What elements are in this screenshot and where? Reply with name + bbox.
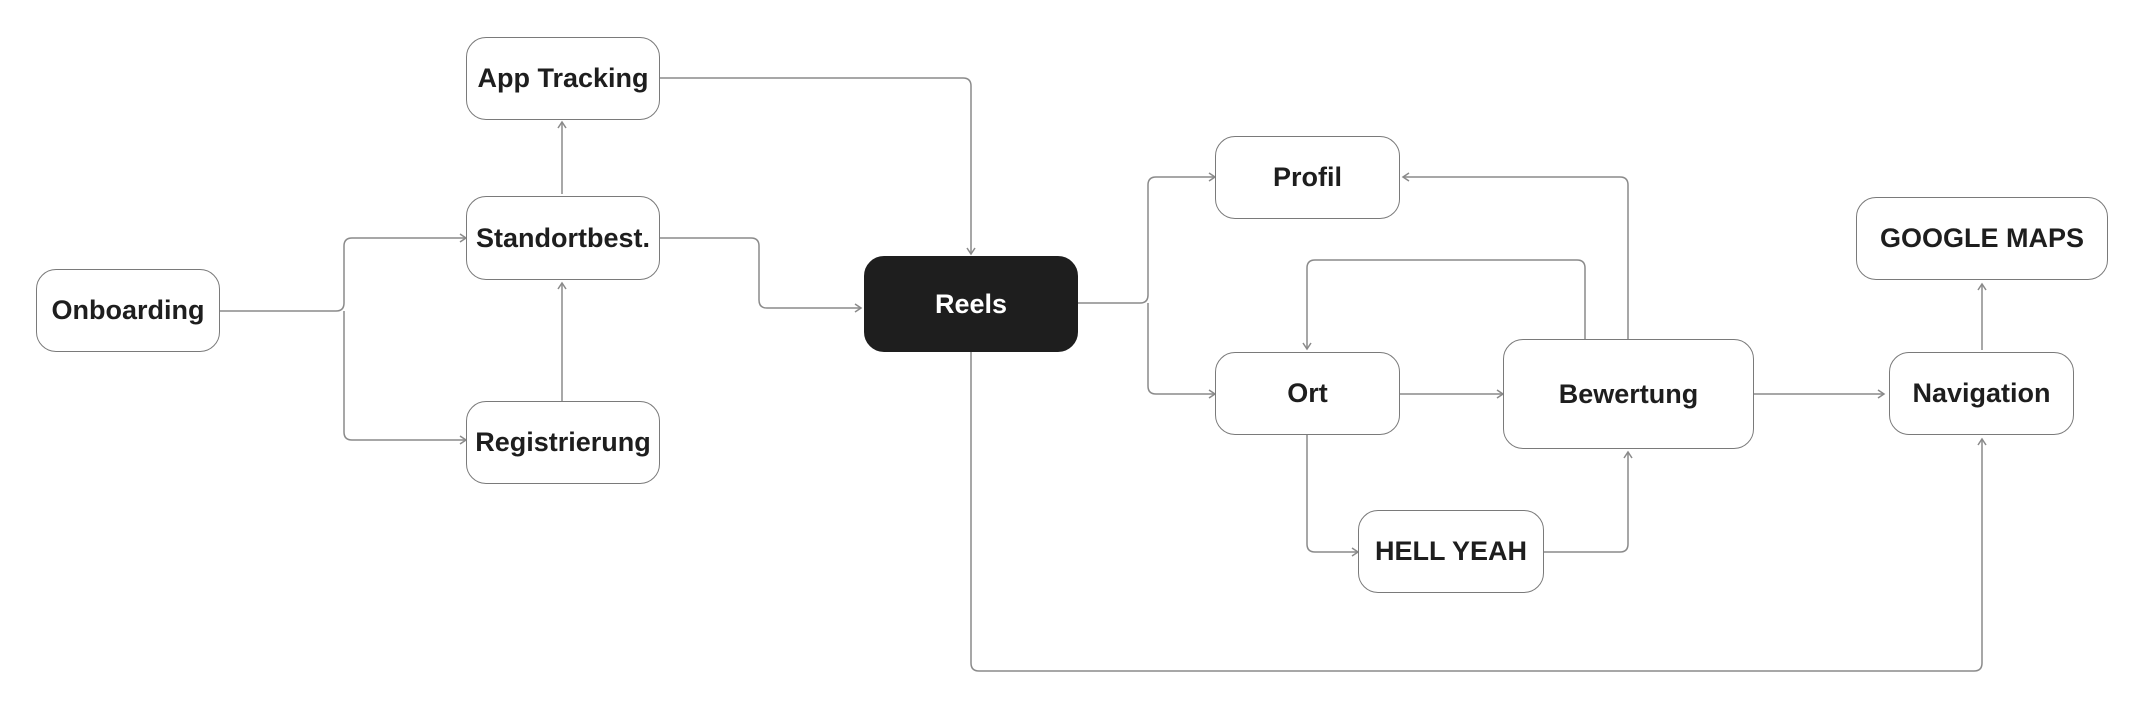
edge-bewertung-ort <box>1306 259 1586 349</box>
arrowhead <box>1977 437 1987 446</box>
edge-hellyeah-bewertung <box>1544 452 1629 553</box>
edge-onboarding-standortbest <box>220 237 466 312</box>
edge-apptracking-reels <box>660 77 972 254</box>
node-google-maps[interactable]: GOOGLE MAPS <box>1856 197 2108 280</box>
node-profil[interactable]: Profil <box>1215 136 1400 219</box>
node-reels[interactable]: Reels <box>864 256 1078 352</box>
node-hell-yeah[interactable]: HELL YEAH <box>1358 510 1544 593</box>
arrowhead <box>854 303 863 313</box>
edge-reels-ort <box>1147 303 1215 395</box>
arrowhead <box>1623 450 1633 459</box>
node-app-tracking[interactable]: App Tracking <box>466 37 660 120</box>
edge-bewertung-profil <box>1403 176 1629 339</box>
arrowhead <box>557 120 567 129</box>
arrowhead <box>1877 389 1886 399</box>
arrowhead <box>1977 282 1987 291</box>
arrowhead <box>557 281 567 290</box>
edge-standortbest-reels <box>660 237 861 309</box>
node-navigation[interactable]: Navigation <box>1889 352 2074 435</box>
node-registrierung[interactable]: Registrierung <box>466 401 660 484</box>
node-onboarding[interactable]: Onboarding <box>36 269 220 352</box>
arrowhead <box>1401 172 1410 182</box>
node-standortbest[interactable]: Standortbest. <box>466 196 660 280</box>
edge-reels-navigation <box>970 352 1983 672</box>
edge-ort-hellyeah <box>1306 435 1358 553</box>
node-ort[interactable]: Ort <box>1215 352 1400 435</box>
arrowhead <box>1302 342 1312 351</box>
arrowhead <box>966 247 976 256</box>
node-bewertung[interactable]: Bewertung <box>1503 339 1754 449</box>
edge-reels-profil <box>1078 176 1215 304</box>
edge-onboarding-registrierung <box>343 311 466 441</box>
